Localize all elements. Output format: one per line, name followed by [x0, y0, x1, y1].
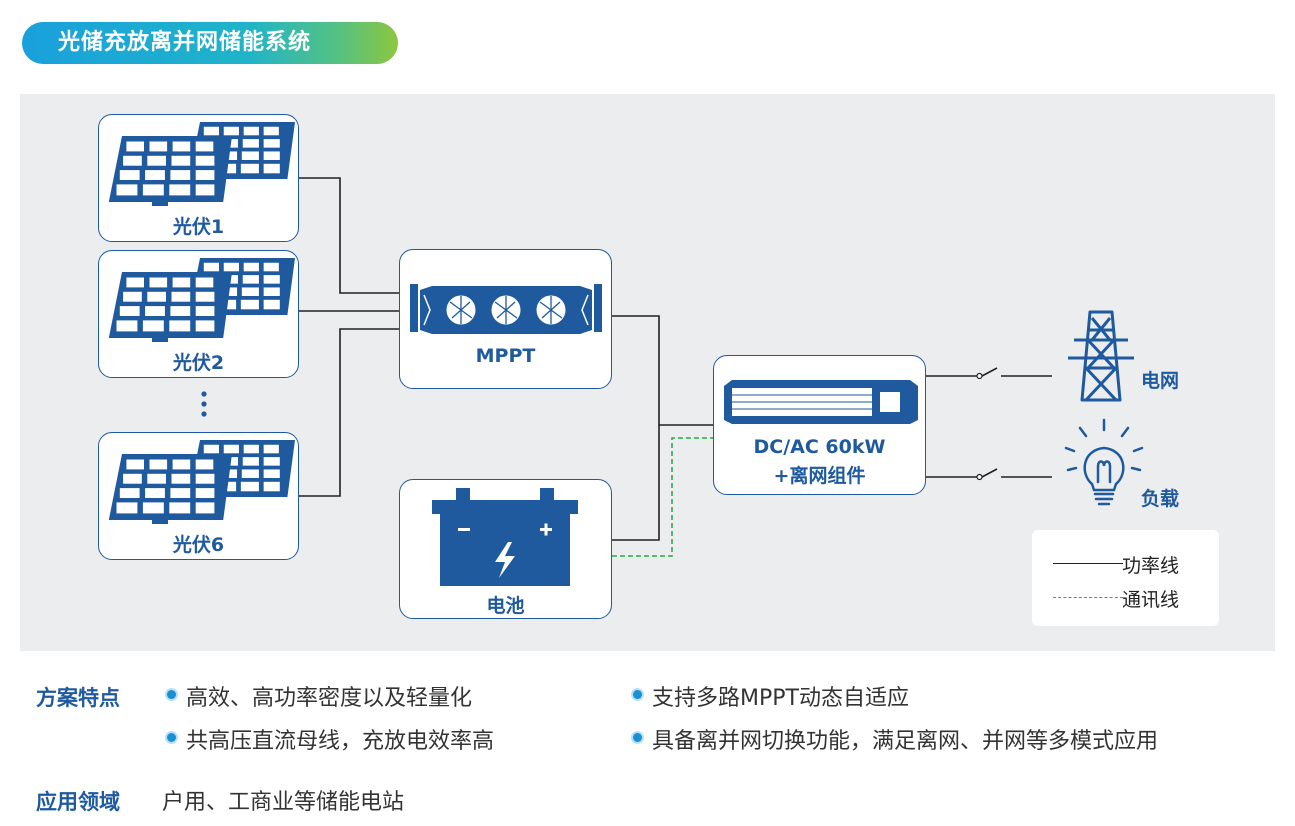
power-lines — [299, 177, 1052, 541]
pcs-label-line1: DC/AC 60kW — [753, 436, 886, 458]
bullet-dot — [167, 690, 176, 699]
solar-panel-icon — [108, 122, 295, 206]
solar-panel-icon — [108, 258, 295, 342]
feature-item: 高效、高功率密度以及轻量化 — [186, 686, 473, 711]
bullet-dot — [633, 690, 642, 699]
mppt-device-icon — [410, 284, 602, 334]
legend-power-label: 功率线 — [1122, 555, 1180, 577]
solar-panel-icon — [108, 440, 295, 524]
inverter-device-icon — [724, 380, 918, 424]
pv2-label: 光伏2 — [172, 352, 225, 374]
pcs-label-line2: +离网组件 — [773, 465, 866, 487]
pv1-label: 光伏1 — [172, 216, 225, 238]
legend-comm-swatch — [1053, 597, 1123, 598]
feature-item: 具备离并网切换功能，满足离网、并网等多模式应用 — [652, 729, 1159, 754]
pv6-label: 光伏6 — [172, 534, 225, 556]
legend-power-swatch — [1053, 563, 1123, 564]
mppt-label: MPPT — [475, 345, 536, 367]
comm-line — [612, 437, 713, 557]
pcs-box — [713, 355, 926, 495]
power-tower-icon — [1068, 310, 1134, 402]
applications-text: 户用、工商业等储能电站 — [162, 790, 405, 815]
battery-icon — [432, 488, 578, 586]
light-bulb-icon — [1064, 418, 1144, 506]
ellipsis-icon — [201, 391, 207, 417]
battery-label: 电池 — [486, 595, 525, 617]
page-title: 光储充放离并网储能系统 — [22, 22, 398, 64]
legend: 功率线 通讯线 — [1032, 530, 1219, 626]
load-label: 负载 — [1141, 488, 1180, 510]
grid-label: 电网 — [1141, 370, 1180, 392]
applications-title: 应用领域 — [36, 790, 120, 814]
legend-comm-label: 通讯线 — [1122, 589, 1180, 611]
feature-item: 支持多路MPPT动态自适应 — [652, 686, 909, 711]
bullet-dot — [633, 733, 642, 742]
bullet-dot — [167, 733, 176, 742]
features-title: 方案特点 — [36, 686, 120, 710]
feature-item: 共高压直流母线，充放电效率高 — [186, 729, 495, 754]
